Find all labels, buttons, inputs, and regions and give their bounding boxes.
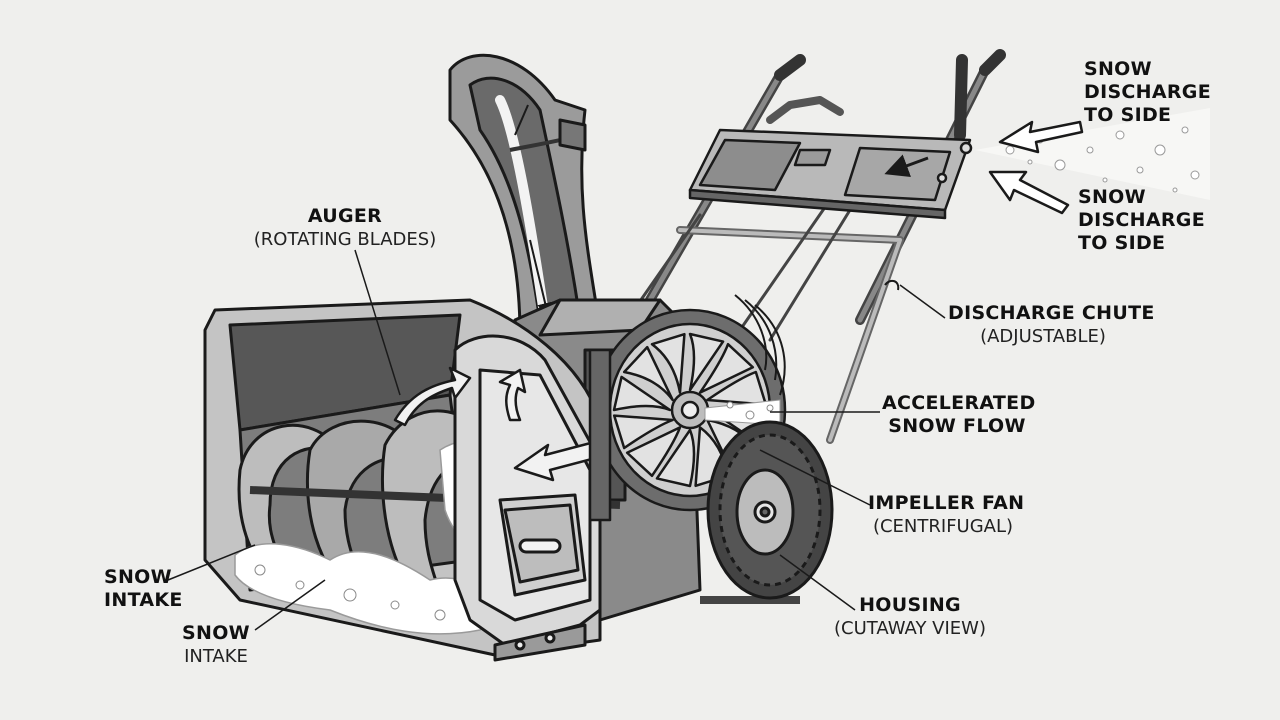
label-discharge-top: SNOW DISCHARGE TO SIDE	[1084, 58, 1211, 127]
impeller-blade	[612, 414, 674, 450]
label-discharge-top-line2: DISCHARGE	[1084, 81, 1211, 103]
label-auger-main: AUGER	[307, 205, 383, 227]
label-housing-sub: (CUTAWAY VIEW)	[834, 618, 986, 639]
label-housing-main: HOUSING	[859, 594, 961, 616]
discharge-chute	[448, 53, 602, 337]
impeller-blade	[706, 370, 768, 406]
label-discharge-bottom-line1: SNOW	[1078, 186, 1146, 208]
impeller-blade	[655, 428, 696, 488]
label-intake-left: SNOW INTAKE	[104, 566, 183, 612]
side-discharge-arrows	[988, 120, 1084, 215]
control-panel	[688, 128, 973, 220]
label-discharge-bottom-line2: DISCHARGE	[1078, 209, 1205, 231]
label-auger-sub: (ROTATING BLADES)	[253, 229, 437, 250]
label-discharge-bottom-line3: TO SIDE	[1078, 232, 1166, 254]
label-accelerated-line2: SNOW FLOW	[888, 415, 1026, 437]
label-intake-left-line2: INTAKE	[104, 589, 183, 611]
label-intake-bottom-main: SNOW	[182, 622, 250, 644]
accelerated-flow	[704, 399, 781, 426]
impeller-blade	[688, 332, 725, 392]
label-intake-bottom: SNOW INTAKE	[176, 622, 256, 668]
impeller-blade	[612, 375, 672, 412]
label-discharge-chute: DISCHARGE CHUTE (ADJUSTABLE)	[948, 302, 1155, 348]
label-discharge-bottom: SNOW DISCHARGE TO SIDE	[1078, 186, 1205, 255]
impeller-blade	[650, 332, 686, 394]
label-intake-left-line1: SNOW	[104, 566, 172, 588]
label-impeller-main: IMPELLER FAN	[868, 492, 1025, 514]
label-auger: AUGER (ROTATING BLADES)	[225, 205, 465, 251]
label-impeller-fan: IMPELLER FAN (CENTRIFUGAL)	[868, 492, 1025, 538]
label-discharge-chute-sub: (ADJUSTABLE)	[980, 326, 1106, 347]
impeller-blade	[622, 345, 674, 402]
label-housing: HOUSING (CUTAWAY VIEW)	[825, 594, 995, 640]
label-impeller-sub: (CENTRIFUGAL)	[872, 516, 1014, 537]
label-discharge-top-line3: TO SIDE	[1084, 104, 1172, 126]
impeller-blade	[698, 342, 755, 394]
impeller-blade	[625, 426, 682, 478]
label-accelerated-flow: ACCELERATED SNOW FLOW	[882, 392, 1036, 438]
side-plate	[453, 334, 602, 662]
label-discharge-chute-main: DISCHARGE CHUTE	[948, 302, 1155, 324]
leader-lines	[167, 249, 946, 631]
wheel	[700, 420, 834, 604]
label-accelerated-line1: ACCELERATED	[882, 392, 1036, 414]
label-discharge-top-line1: SNOW	[1084, 58, 1152, 80]
label-intake-bottom-sub: INTAKE	[184, 646, 248, 667]
